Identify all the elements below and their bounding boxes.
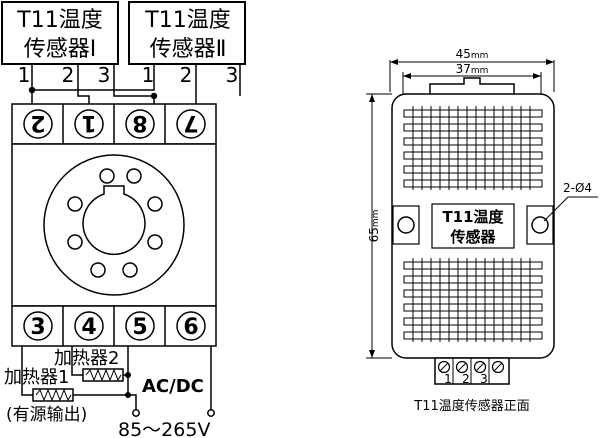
voltage-label: 85～265V bbox=[118, 419, 210, 438]
supply-terminal bbox=[132, 409, 140, 417]
junction-dot bbox=[125, 372, 131, 378]
sensor-2-model: T11温度 bbox=[144, 8, 230, 33]
sensor-wires bbox=[31, 64, 241, 104]
mounting-hole bbox=[397, 216, 415, 234]
terminal-label: 2 bbox=[462, 372, 470, 386]
pin-label: 5 bbox=[132, 315, 147, 340]
dim-unit: mm bbox=[371, 210, 381, 228]
output-note: (有源输出) bbox=[6, 405, 87, 425]
body-label-plate bbox=[431, 203, 515, 249]
heater-1-resistor bbox=[32, 388, 74, 402]
pin-label: 7 bbox=[183, 110, 198, 135]
dim-unit: mm bbox=[471, 66, 489, 76]
pin-label: 4 bbox=[81, 315, 96, 340]
socket-key-hole bbox=[82, 185, 146, 256]
sensor-1-wire-2: 2 bbox=[62, 63, 75, 87]
bottom-pins: 3 4 5 6 bbox=[23, 311, 206, 341]
sensor-1-box: T11温度 传感器Ⅰ bbox=[1, 1, 119, 65]
pin-label: 1 bbox=[81, 110, 96, 135]
junction-dot bbox=[125, 392, 131, 398]
supply-terminal bbox=[207, 409, 215, 417]
lower-vents bbox=[403, 261, 543, 340]
body-label-2: 传感器 bbox=[449, 228, 496, 246]
sensor-1-wire-1: 1 bbox=[18, 63, 31, 87]
sensor-1-wire-3: 3 bbox=[98, 63, 111, 87]
sensor-1-name: 传感器Ⅰ bbox=[24, 37, 97, 62]
sensor-2-wire-2: 2 bbox=[180, 63, 193, 87]
sensor-2-wire-3: 3 bbox=[226, 63, 239, 87]
hole-label: 2-Ø4 bbox=[563, 181, 592, 195]
dim-value: 65 bbox=[367, 227, 381, 242]
sensor-1-model: T11温度 bbox=[16, 8, 102, 33]
sensor-2-wire-1: 1 bbox=[142, 63, 155, 87]
heater-2-resistor bbox=[82, 368, 124, 382]
pin-label: 6 bbox=[183, 315, 198, 340]
width-outer-dim: 45mm bbox=[456, 47, 489, 61]
dim-value: 45 bbox=[456, 47, 471, 61]
body-label-1: T11温度 bbox=[442, 208, 504, 226]
junction-dot bbox=[150, 92, 158, 100]
front-view: 45mm 37mm 65mm bbox=[366, 47, 598, 414]
width-inner-dim: 37mm bbox=[456, 62, 489, 76]
power-label: AC/DC bbox=[142, 376, 204, 397]
height-dim: 65mm bbox=[367, 210, 381, 243]
output-wires bbox=[21, 346, 212, 410]
terminal-label: 1 bbox=[444, 372, 452, 386]
terminal-label: 3 bbox=[480, 372, 488, 386]
relay-socket bbox=[11, 103, 217, 347]
sensor-2-name: 传感器Ⅱ bbox=[150, 37, 227, 62]
pin-label: 2 bbox=[30, 110, 45, 135]
top-pins: 2 1 8 7 bbox=[23, 109, 206, 139]
dim-unit: mm bbox=[471, 51, 489, 61]
pin-label: 8 bbox=[132, 110, 147, 135]
heater-1-label: 加热器1 bbox=[4, 367, 69, 388]
front-view-title: T11温度传感器正面 bbox=[413, 398, 529, 414]
dim-value: 37 bbox=[456, 62, 471, 76]
pin-label: 3 bbox=[30, 315, 45, 340]
heater-2-label: 加热器2 bbox=[54, 348, 119, 369]
junction-dot bbox=[28, 86, 36, 94]
sensor-2-box: T11温度 传感器Ⅱ bbox=[128, 1, 246, 65]
upper-vents bbox=[403, 109, 543, 188]
